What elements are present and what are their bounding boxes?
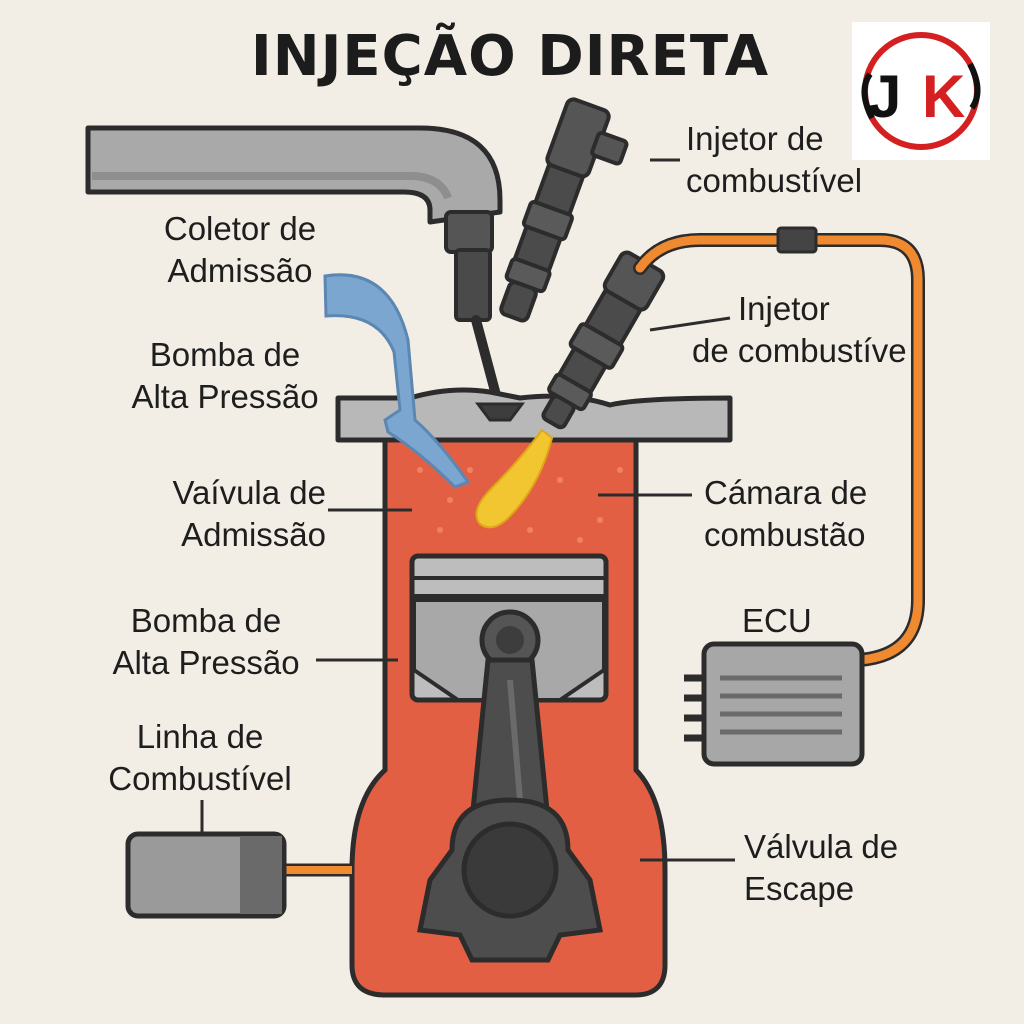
label-injetor-combustivel-mid: Injetor de combustíve: [692, 288, 907, 372]
intake-valve-head: [475, 402, 525, 422]
label-line: Bomba de: [149, 336, 301, 373]
label-valvula-admissao: Vaívula de Admissão: [110, 472, 327, 556]
label-bomba-alta-pressao-mid: Bomba de Alta Pressão: [96, 600, 316, 684]
label-linha-combustivel: Linha de Combustível: [90, 716, 310, 800]
label-injetor-combustivel-top: Injetor de combustível: [686, 118, 862, 202]
piston: [409, 553, 609, 703]
label-bomba-alta-pressao-top: Bomba de Alta Pressão: [110, 334, 340, 418]
label-line: combustão: [704, 516, 866, 553]
label-line: Cámara de: [704, 474, 868, 511]
top-fuel-injector: [499, 97, 629, 323]
label-line: Vaívula de: [172, 474, 327, 511]
leader-lines: [200, 158, 735, 862]
jk-logo: J K: [852, 22, 990, 160]
label-line: Alta Pressão: [131, 378, 319, 415]
combustion-dots: [417, 467, 623, 543]
label-line: Admissão: [167, 252, 313, 289]
label-line: Injetor de: [686, 120, 824, 157]
label-line: Alta Pressão: [112, 644, 300, 681]
label-ecu: ECU: [742, 602, 812, 639]
label-line: combustível: [686, 162, 863, 199]
label-line: de combustíve: [692, 332, 907, 369]
fuel-line-coupler: [776, 226, 818, 254]
label-line: Válvula de: [744, 828, 899, 865]
page-title: INJEÇÃO DIRETA: [250, 24, 770, 89]
label-line: Coletor de: [163, 210, 317, 247]
logo-letter-j: J: [868, 63, 902, 130]
label-line: Combustível: [108, 760, 292, 797]
logo-ring-icon: [861, 32, 981, 150]
label-coletor-admissao: Coletor de Admissão: [130, 208, 350, 292]
label-line: Linha de: [136, 718, 264, 755]
logo-letter-k: K: [922, 63, 966, 130]
label-valvula-escape: Válvula de Escape: [744, 826, 898, 910]
connecting-rod: [417, 657, 603, 963]
ecu-box: [684, 641, 865, 767]
intake-port: [323, 273, 471, 489]
label-line: Bomba de: [130, 602, 282, 639]
label-camara-combustao: Cámara de combustão: [704, 472, 867, 556]
intake-valve-mount: [444, 210, 494, 254]
label-line: Injetor: [738, 290, 830, 327]
label-line: Admissão: [181, 516, 326, 553]
label-line: Escape: [744, 870, 855, 907]
fuel-spray: [475, 428, 554, 529]
